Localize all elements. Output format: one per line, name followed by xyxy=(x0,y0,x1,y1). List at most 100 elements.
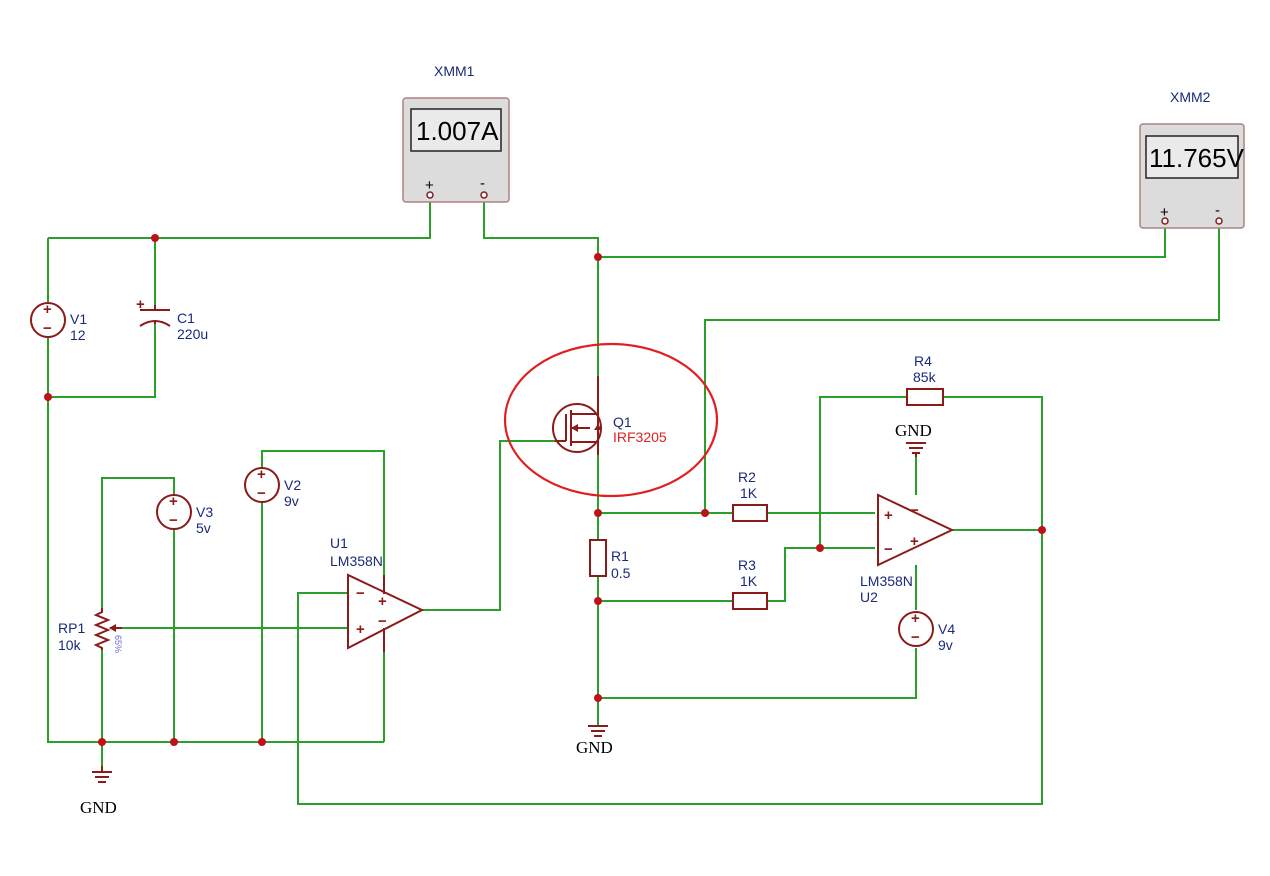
junction-dot xyxy=(594,694,602,702)
meter-minus-label: - xyxy=(1215,202,1220,219)
wire xyxy=(101,477,175,608)
highlight-circle xyxy=(503,342,719,498)
component-name: C1 xyxy=(177,310,195,326)
component-value: 0.5 xyxy=(611,565,631,581)
meter-plus-terminal[interactable] xyxy=(1161,217,1169,225)
opamp-supply-minus-sign: − xyxy=(378,613,387,630)
resistor-r4[interactable]: R4 85k xyxy=(906,353,944,406)
ground-label: GND xyxy=(80,798,117,817)
opamp-supply-plus-sign: + xyxy=(378,593,387,610)
resistor-r2[interactable]: R2 1K xyxy=(732,469,768,522)
meter-plus-terminal[interactable] xyxy=(426,191,434,199)
wire xyxy=(767,547,875,602)
component-name: U1 xyxy=(330,535,348,551)
voltage-source-v1[interactable]: + − V1 12 xyxy=(30,301,87,343)
wire xyxy=(483,196,599,376)
component-value: 10k xyxy=(58,637,82,653)
component-value: 12 xyxy=(70,327,86,343)
wire xyxy=(48,322,156,398)
source-plus-sign: + xyxy=(257,466,266,483)
junction-dot xyxy=(594,597,602,605)
source-minus-sign: − xyxy=(257,485,266,502)
component-value: 1K xyxy=(740,573,758,589)
component-name: V1 xyxy=(70,311,87,327)
wires xyxy=(47,196,1220,805)
ground-center: GND xyxy=(576,725,613,757)
component-name: RP1 xyxy=(58,620,85,636)
capacitor-c1[interactable]: + C1 220u xyxy=(136,296,208,342)
wire xyxy=(48,196,431,239)
meter-minus-terminal[interactable] xyxy=(480,191,488,199)
resistor-r1[interactable]: R1 0.5 xyxy=(589,539,631,581)
wire xyxy=(47,338,384,743)
wire xyxy=(704,222,1220,513)
opamp-plus-sign: + xyxy=(356,621,365,638)
source-minus-sign: − xyxy=(911,629,920,646)
component-name: R1 xyxy=(611,548,629,564)
component-name: R2 xyxy=(738,469,756,485)
junction-dot xyxy=(151,234,159,242)
capacitor-plus-sign: + xyxy=(136,296,145,313)
wire xyxy=(819,396,907,548)
junction-dot xyxy=(258,738,266,746)
wiper-percent: 65% xyxy=(113,635,123,653)
junction-dot xyxy=(98,738,106,746)
opamp-u1[interactable]: − + + − U1 LM358N xyxy=(330,535,425,652)
component-name: R4 xyxy=(914,353,932,369)
junction-dot xyxy=(170,738,178,746)
opamp-supply-plus-sign: + xyxy=(910,533,919,550)
junctions xyxy=(44,234,1046,746)
component-name: V3 xyxy=(196,504,213,520)
junction-dot xyxy=(594,509,602,517)
voltage-source-v3[interactable]: + − V3 5v xyxy=(156,493,213,536)
junction-dot xyxy=(1038,526,1046,534)
component-part: LM358N xyxy=(330,553,383,569)
wire xyxy=(598,222,1166,258)
source-plus-sign: + xyxy=(169,493,178,510)
meter-minus-terminal[interactable] xyxy=(1215,217,1223,225)
component-name: U2 xyxy=(860,589,878,605)
component-name: Q1 xyxy=(613,414,632,430)
ground-label: GND xyxy=(895,421,932,440)
component-value: 85k xyxy=(913,369,937,385)
component-value: 9v xyxy=(938,637,953,653)
potentiometer-rp1[interactable]: RP1 10k 65% xyxy=(58,608,123,653)
multimeter-xmm1[interactable]: XMM1 1.007A + - xyxy=(402,63,510,203)
voltage-source-v2[interactable]: + − V2 9v xyxy=(244,466,301,509)
component-name: V2 xyxy=(284,477,301,493)
wire xyxy=(297,396,1043,805)
junction-dot xyxy=(816,544,824,552)
component-value: 9v xyxy=(284,493,299,509)
wire xyxy=(598,648,917,699)
opamp-minus-sign: − xyxy=(356,585,365,602)
component-part: LM358N xyxy=(860,573,913,589)
component-part: IRF3205 xyxy=(613,429,667,445)
ground-label: GND xyxy=(576,738,613,757)
wire xyxy=(261,450,385,575)
source-plus-sign: + xyxy=(911,610,920,627)
junction-dot xyxy=(701,509,709,517)
opamp-u2[interactable]: + − − + LM358N U2 xyxy=(860,493,955,605)
meter-plus-label: + xyxy=(1160,204,1169,221)
meter-minus-label: - xyxy=(480,175,485,192)
opamp-supply-minus-sign: − xyxy=(910,502,919,519)
component-name: V4 xyxy=(938,621,955,637)
opamp-plus-sign: + xyxy=(884,507,893,524)
component-value: 1K xyxy=(740,485,758,501)
junction-dot xyxy=(44,393,52,401)
junction-dot xyxy=(594,253,602,261)
meter-plus-label: + xyxy=(425,177,434,194)
multimeter-xmm2[interactable]: XMM2 11.765V + - xyxy=(1139,89,1245,229)
ground-left: GND xyxy=(80,766,117,817)
source-minus-sign: − xyxy=(169,512,178,529)
resistor-r3[interactable]: R3 1K xyxy=(732,557,768,610)
ground-u2: GND xyxy=(895,421,932,457)
component-name: R3 xyxy=(738,557,756,573)
meter-title: XMM2 xyxy=(1170,89,1211,105)
source-plus-sign: + xyxy=(43,301,52,318)
component-value: 5v xyxy=(196,520,211,536)
voltage-source-v4[interactable]: + − V4 9v xyxy=(898,610,955,653)
meter-reading: 1.007A xyxy=(416,116,499,146)
mosfet-q1[interactable]: Q1 IRF3205 xyxy=(503,342,719,498)
